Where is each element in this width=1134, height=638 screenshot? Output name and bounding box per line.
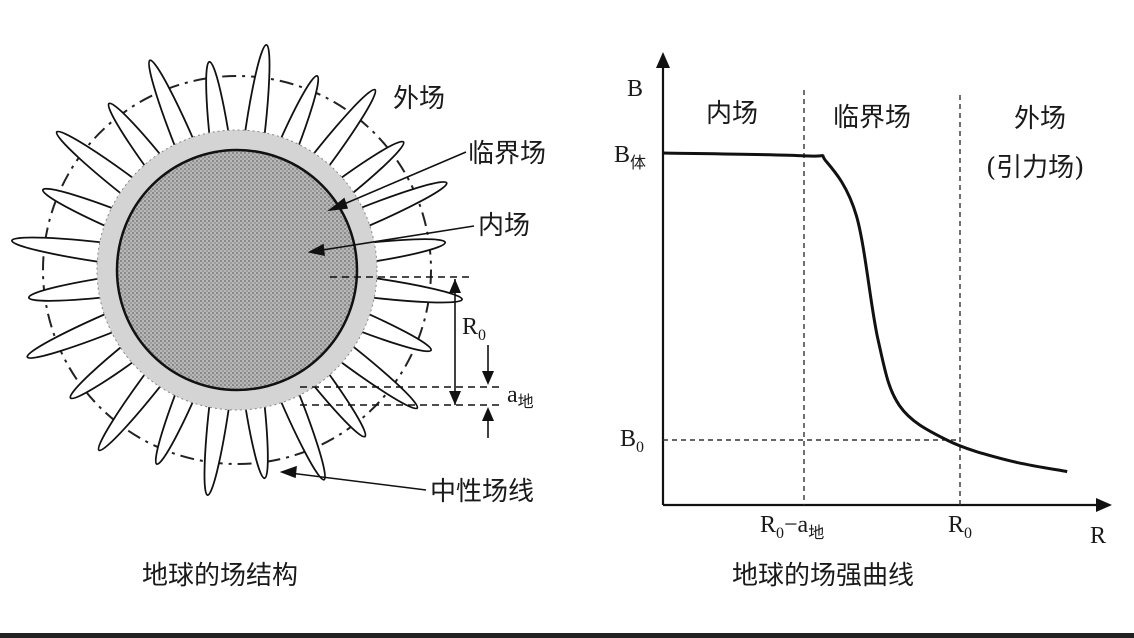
label-inner-field: 内场	[478, 211, 530, 241]
field-strength-chart: B R B体 B0 R0−a地 R0 内场 临界场 外场 (引力场)	[614, 52, 1112, 549]
y-tick-b-body: B体	[614, 142, 646, 172]
label-a-earth: a地	[507, 382, 534, 411]
dim-r0-head-up	[449, 279, 461, 293]
arrow-neutral-head	[279, 465, 297, 479]
y-axis-arrowhead	[656, 52, 670, 68]
caption-left: 地球的场结构	[142, 561, 298, 591]
x-axis-label: R	[1090, 523, 1106, 549]
field-strength-curve	[662, 151, 1068, 474]
dim-r0-head-down	[449, 391, 461, 405]
caption-right: 地球的场强曲线	[732, 561, 914, 591]
label-critical-field: 临界场	[468, 139, 546, 169]
x-tick-r0-minus-a: R0−a地	[760, 512, 824, 542]
earth-field-structure	[11, 44, 463, 496]
outer-boundary-circle	[42, 75, 432, 465]
y-axis-label: B	[627, 76, 643, 102]
leader-arrows	[279, 151, 475, 491]
label-neutral-lines: 中性场线	[430, 477, 534, 507]
label-outer-field: 外场	[393, 84, 445, 114]
dim-a-head-up	[482, 407, 494, 421]
y-tick-b0: B0	[620, 426, 644, 456]
bottom-bar	[0, 633, 1134, 638]
arrow-critical-head	[327, 197, 349, 212]
x-axis-arrowhead	[1096, 498, 1112, 512]
arrow-neutral	[281, 471, 427, 491]
region-label-critical: 临界场	[833, 103, 911, 133]
arrow-inner	[309, 225, 475, 253]
region-label-inner: 内场	[706, 99, 758, 129]
critical-field-ring-edge	[96, 129, 378, 411]
label-r0: R0	[462, 314, 486, 344]
region-label-gravity: (引力场)	[986, 153, 1084, 183]
dim-a-head-down	[482, 371, 494, 385]
dimension-arrowheads	[449, 279, 494, 421]
arrow-critical	[329, 151, 467, 211]
earth-core-circle	[115, 148, 359, 392]
region-label-outer: 外场	[1014, 104, 1066, 134]
arrow-inner-head	[307, 243, 325, 257]
dimension-lines	[300, 276, 500, 438]
x-tick-r0: R0	[948, 512, 972, 542]
